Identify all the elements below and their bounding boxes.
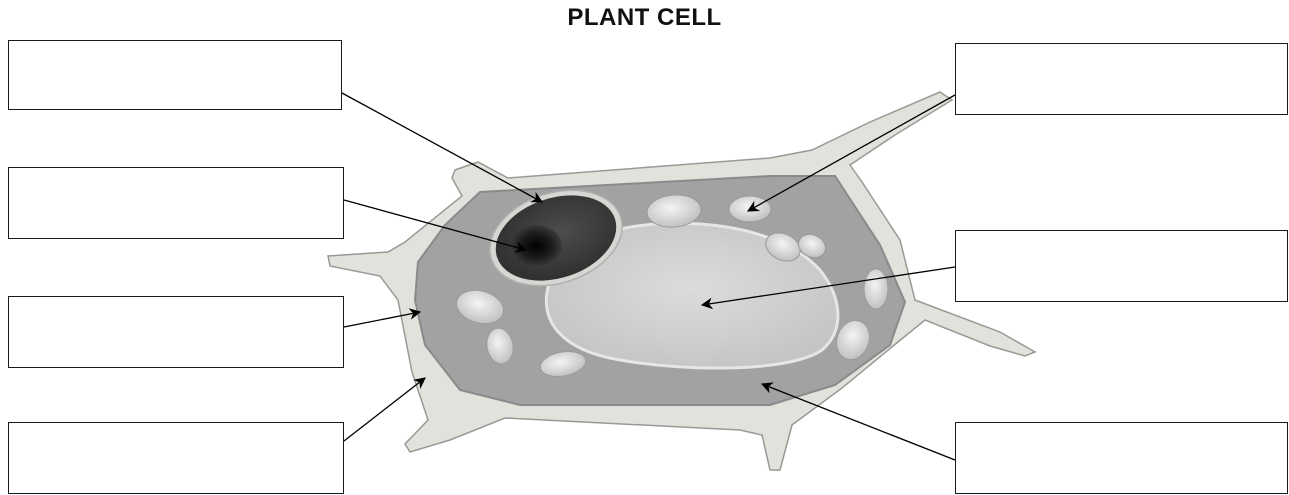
label-box-left-1[interactable] [8,40,342,110]
label-box-left-3[interactable] [8,296,344,368]
label-box-right-1[interactable] [955,43,1288,115]
label-box-right-2[interactable] [955,230,1288,302]
label-box-left-4[interactable] [8,422,344,494]
chloroplast [729,196,771,222]
diagram-title: PLANT CELL [0,4,1289,32]
chloroplast [864,269,888,309]
nucleolus [510,225,562,267]
label-box-right-3[interactable] [955,422,1288,494]
label-box-left-2[interactable] [8,167,344,239]
pointer-line-cell-wall [344,378,425,441]
pointer-line-nuclear-membrane [342,93,542,202]
